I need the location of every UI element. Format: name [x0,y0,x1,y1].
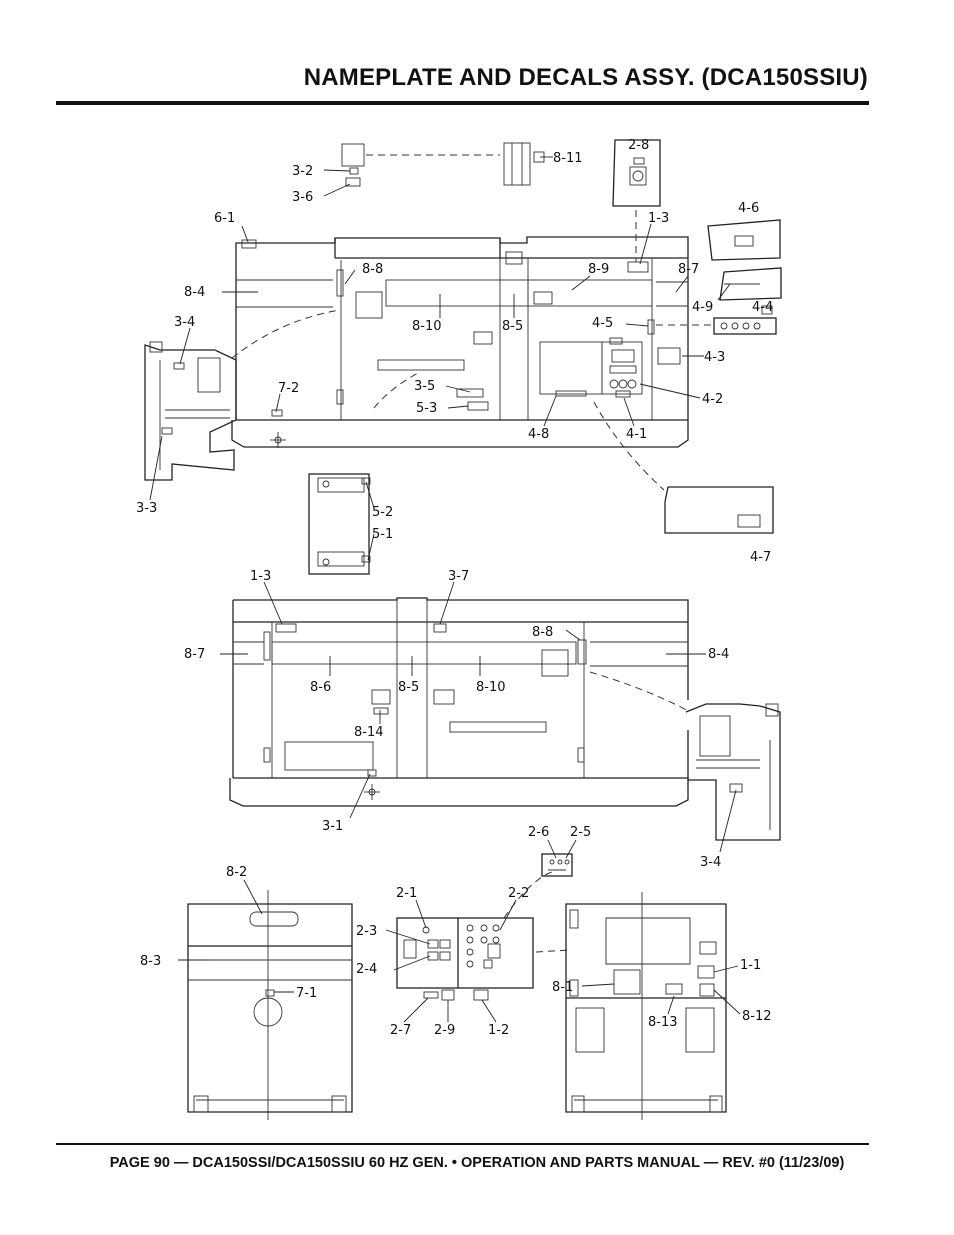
callout-2-5: 2-5 [570,825,591,840]
callout-2-6: 2-6 [528,825,549,840]
header-rule [56,101,869,105]
callout-8-9: 8-9 [588,262,609,277]
callout-2-1: 2-1 [396,886,417,901]
callout-7-1: 7-1 [296,986,317,1001]
callout-5-1: 5-1 [372,527,393,542]
callout-3-6: 3-6 [292,190,313,205]
callout-2-9: 2-9 [434,1023,455,1038]
callout-8-7-top: 8-7 [678,262,699,277]
footer-rule [56,1143,869,1145]
callout-3-2: 3-2 [292,164,313,179]
callout-6-1: 6-1 [214,211,235,226]
callout-2-3: 2-3 [356,924,377,939]
generator-front-view [565,892,727,1120]
callout-labels: 3-2 3-6 8-11 2-8 6-1 1-3 4-6 8-8 8-9 8-7… [136,138,773,1038]
callout-3-4-top: 3-4 [174,315,195,330]
callout-8-10-top: 8-10 [412,319,442,334]
callout-3-4-mid: 3-4 [700,855,721,870]
callout-3-3: 3-3 [136,501,157,516]
callout-4-7: 4-7 [750,550,771,565]
callout-4-9: 4-9 [692,300,713,315]
callout-8-14: 8-14 [354,725,384,740]
control-panel-detail [396,871,571,1001]
callout-8-6: 8-6 [310,680,331,695]
callout-3-1: 3-1 [322,819,343,834]
callout-1-1: 1-1 [740,958,761,973]
callout-8-7-mid: 8-7 [184,647,205,662]
callout-4-8: 4-8 [528,427,549,442]
callout-1-3-top: 1-3 [648,211,669,226]
callout-4-6: 4-6 [738,201,759,216]
page-title: NAMEPLATE AND DECALS ASSY. (DCA150SSIU) [303,64,868,91]
generator-left-side-view [144,139,782,575]
callout-8-5-mid: 8-5 [398,680,419,695]
generator-right-side-view [229,597,781,877]
callout-4-1: 4-1 [626,427,647,442]
callout-8-8-mid: 8-8 [532,625,553,640]
page-footer: PAGE 90 — DCA150SSI/DCA150SSIU 60 HZ GEN… [109,1155,845,1171]
callout-4-2: 4-2 [702,392,723,407]
callout-5-3: 5-3 [416,401,437,416]
leader-lines [149,156,741,1023]
callout-1-2: 1-2 [488,1023,509,1038]
callout-8-5-top: 8-5 [502,319,523,334]
callout-8-1: 8-1 [552,980,573,995]
callout-3-5: 3-5 [414,379,435,394]
callout-2-2: 2-2 [508,886,529,901]
callout-5-2: 5-2 [372,505,393,520]
callout-4-5: 4-5 [592,316,613,331]
callout-2-7: 2-7 [390,1023,411,1038]
callout-4-3: 4-3 [704,350,725,365]
callout-1-3-mid: 1-3 [250,569,271,584]
callout-8-3: 8-3 [140,954,161,969]
callout-8-4-top: 8-4 [184,285,205,300]
callout-8-8-top: 8-8 [362,262,383,277]
callout-8-11: 8-11 [553,151,583,166]
callout-7-2: 7-2 [278,381,299,396]
callout-8-4-mid: 8-4 [708,647,729,662]
callout-4-4: 4-4 [752,300,773,315]
callout-8-13: 8-13 [648,1015,678,1030]
callout-8-12: 8-12 [742,1009,772,1024]
generator-rear-view [187,890,353,1120]
callout-2-8: 2-8 [628,138,649,153]
callout-8-10-mid: 8-10 [476,680,506,695]
callout-3-7: 3-7 [448,569,469,584]
callout-2-4: 2-4 [356,962,377,977]
callout-8-2: 8-2 [226,865,247,880]
